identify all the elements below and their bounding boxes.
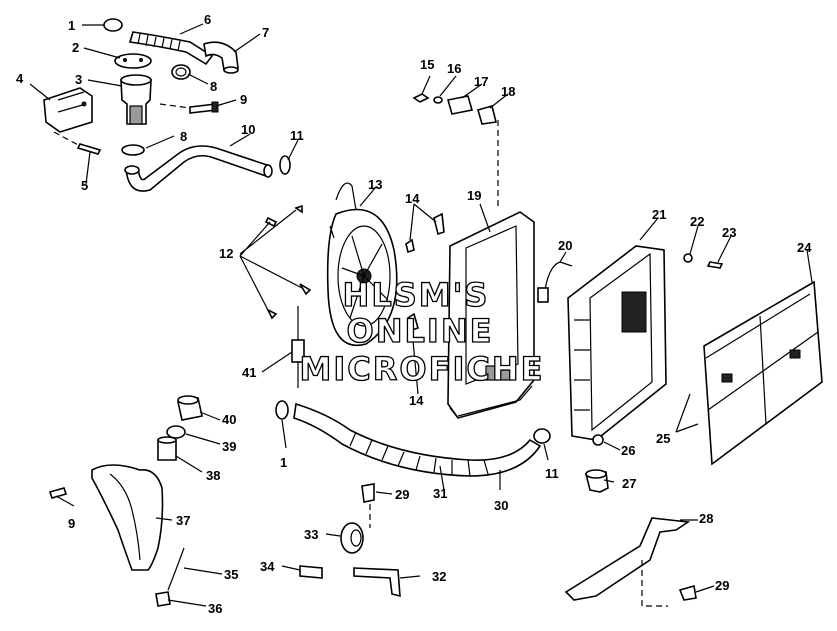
callout-37: 37 [176,513,190,528]
callout-40: 40 [222,412,236,427]
callout-1-top: 1 [68,18,75,33]
callout-11-bottom: 11 [545,466,559,481]
part-bushing-33 [340,522,364,554]
callout-11-top: 11 [290,128,304,143]
callout-30: 30 [494,498,508,513]
callout-21: 21 [652,207,666,222]
watermark: HLSM'S ONLINE MICROFICHE [299,275,545,388]
callout-28: 28 [699,511,713,526]
callout-33: 33 [304,527,318,542]
part-hose-clamp-1-bottom [275,400,289,420]
callout-27: 27 [622,476,636,491]
part-clips-14-top [405,212,445,254]
part-gasket-39 [166,425,186,439]
part-hose-clamp-11-top [279,155,291,175]
part-bolt-5 [76,143,102,155]
part-drain-plug-26 [592,434,604,446]
callout-20: 20 [558,238,572,253]
part-bracket-32 [353,567,401,598]
part-hose-clamp-8-top [171,64,191,80]
callout-35: 35 [224,567,238,582]
callout-24: 24 [797,240,812,255]
callout-26: 26 [621,443,635,458]
watermark-line-1: HLSM'S [343,276,490,314]
part-hose-41 [291,306,305,388]
callout-16: 16 [447,61,461,76]
callout-10: 10 [241,122,255,137]
callout-17: 17 [474,74,488,89]
callout-38: 38 [206,468,220,483]
dashed-guide-lines [53,103,668,607]
callout-29-right: 29 [715,578,729,593]
part-reservoir-cap-40 [177,395,203,421]
callout-13: 13 [368,177,382,192]
part-hose-clamp-1-top [103,18,123,32]
part-coolant-reservoir-37 [91,464,164,571]
callout-14-top: 14 [405,191,420,206]
callout-1-bottom: 1 [280,455,287,470]
callout-23: 23 [722,225,736,240]
callout-9-bottom: 9 [68,516,75,531]
part-hose-clamp-11-bottom [533,428,551,444]
callout-14-bottom: 14 [409,393,424,408]
leader-lines [29,23,813,607]
callout-8-mid: 8 [180,129,187,144]
part-bolt-29-right [678,584,697,601]
part-elbow-hose-7 [203,41,239,74]
part-overflow-tube-35 [167,547,185,591]
callout-31: 31 [433,486,447,501]
callout-18: 18 [501,84,515,99]
part-hose-clamp-8-mid [121,144,145,156]
part-bolt-34 [299,565,323,579]
part-filler-neck-38 [157,436,177,461]
callout-32: 32 [432,569,446,584]
part-screen-24 [703,280,823,466]
part-clamp-36 [155,591,171,607]
callout-41: 41 [242,365,256,380]
part-screw-23 [706,261,724,269]
callout-8-top: 8 [210,79,217,94]
callout-36: 36 [208,601,222,616]
part-upper-hose-31 [293,402,542,477]
callout-7: 7 [262,25,269,40]
watermark-line-3: MICROFICHE [300,350,545,388]
callout-6: 6 [204,12,211,27]
callout-19: 19 [467,188,481,203]
callout-numbers: 1 2 3 4 5 6 7 8 9 8 10 11 12 13 14 14 15… [16,12,812,616]
callout-34: 34 [260,559,275,574]
part-bolt-9-top [189,101,219,114]
callout-9-top: 9 [240,92,247,107]
callout-22: 22 [690,214,704,229]
callout-15: 15 [420,57,434,72]
part-fan-assembly-13 [326,182,398,347]
part-screw-22 [683,253,693,263]
part-corrugated-hose-6 [128,31,214,66]
callout-3: 3 [75,72,82,87]
part-fasteners-12 [264,204,312,320]
callout-25: 25 [656,431,670,446]
part-lower-hose-10 [124,145,273,192]
callout-2: 2 [72,40,79,55]
watermark-line-2: ONLINE [347,312,494,350]
part-bolt-29-middle [361,483,375,503]
part-radiator-21 [567,245,667,441]
part-thermostat-3 [120,74,152,125]
part-mounting-bracket-4 [43,87,93,133]
part-bolt-9-bottom [48,487,68,499]
callout-29-middle: 29 [395,487,409,502]
callout-4: 4 [16,71,24,86]
part-cap-27 [584,469,609,493]
callout-39: 39 [222,439,236,454]
part-thermostat-housing-2 [114,53,152,69]
part-support-bracket-28 [564,517,691,601]
part-clip-14-bottom [407,312,419,332]
part-shroud-19 [447,211,535,419]
callout-5: 5 [81,178,88,193]
part-sensor-wire-20 [537,261,573,303]
callout-12: 12 [219,246,233,261]
part-mount-hardware-15-18 [412,93,497,125]
